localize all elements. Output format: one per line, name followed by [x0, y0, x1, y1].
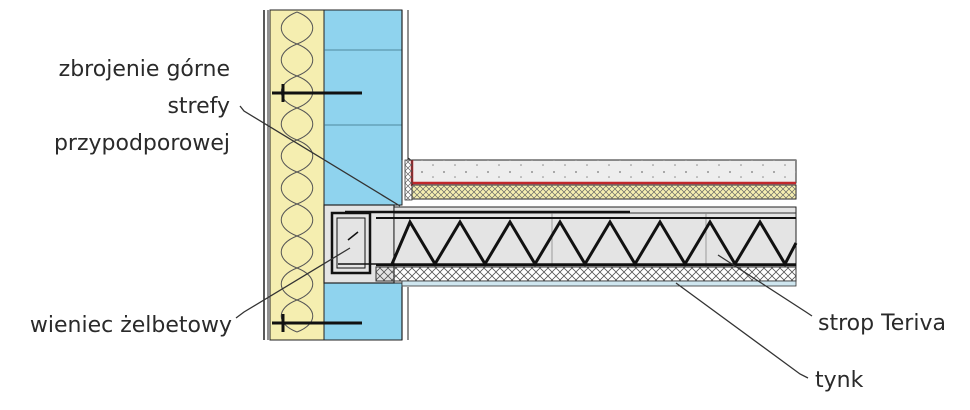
- label-top-reinforcement-line1: zbrojenie górne: [58, 57, 230, 82]
- slab-structure: [338, 206, 798, 268]
- leader-ring-beam: [235, 247, 351, 319]
- floor-layers: [404, 157, 797, 201]
- label-top-reinforcement-line2: strefy: [167, 94, 230, 119]
- wall-anchor-bottom: [272, 314, 362, 332]
- thermal-insulation-layer: [269, 9, 325, 341]
- label-slab: strop Teriva: [818, 311, 946, 336]
- masonry-wall: [323, 9, 409, 341]
- exterior-plaster: [263, 10, 269, 340]
- wall-anchor-top: [272, 84, 362, 102]
- label-plaster: tynk: [815, 368, 864, 393]
- leader-slab: [717, 254, 813, 317]
- leader-lines: [235, 105, 813, 379]
- label-top-reinforcement-line3: przypodporowej: [53, 131, 230, 156]
- plaster-layer: [375, 266, 797, 287]
- leader-top-reinforcement: [239, 105, 401, 207]
- leader-plaster: [675, 282, 809, 379]
- label-ring-beam: wieniec żelbetowy: [29, 313, 232, 338]
